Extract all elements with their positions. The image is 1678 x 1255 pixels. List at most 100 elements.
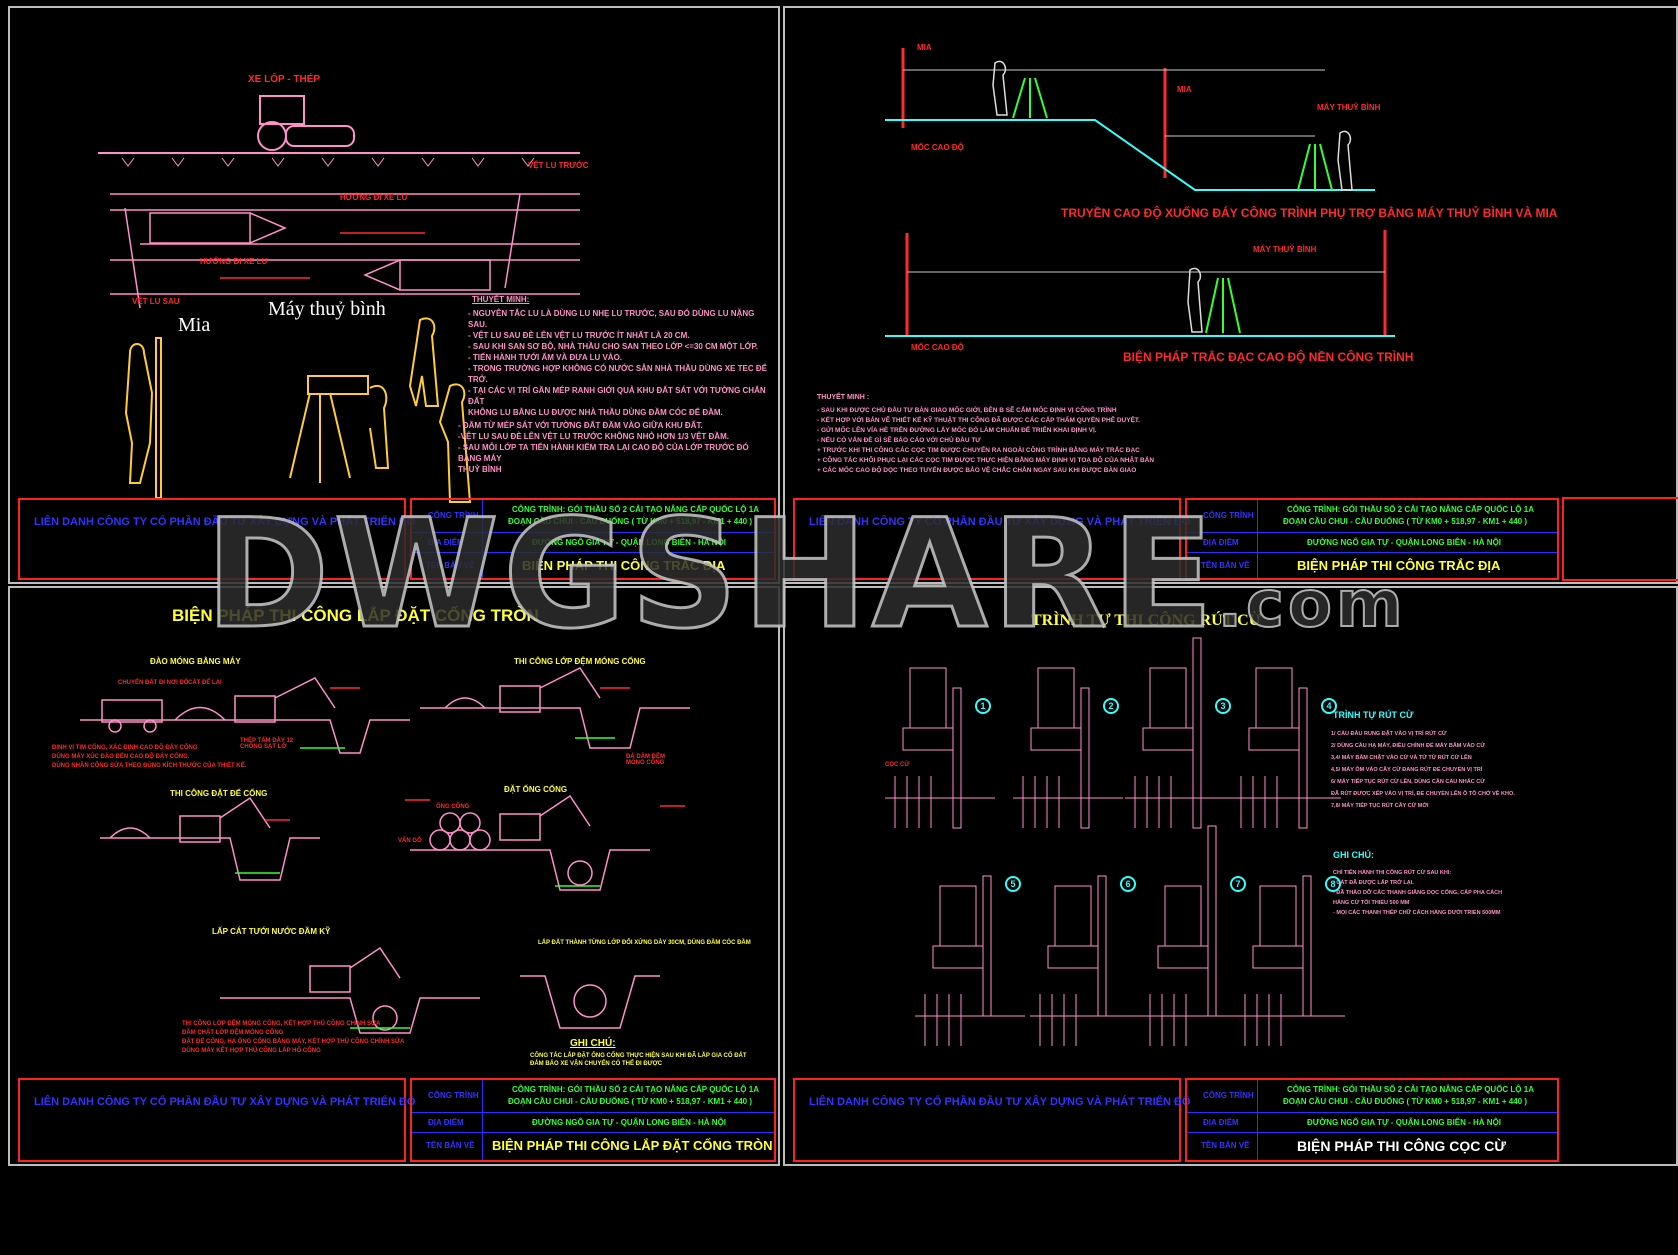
machine-cab: [939, 885, 977, 947]
company-name: LIÊN DANH CÔNG TY CỔ PHẦN ĐẦU TƯ XÂY DỰN…: [34, 1096, 416, 1108]
machine-base: [1142, 727, 1194, 751]
benchmark-label-1: MỐC CAO ĐỘ: [911, 143, 964, 152]
truck-label: CHUYỂN ĐẤT ĐI NƠI ĐỔ: [118, 680, 189, 686]
notes-list: - SAU KHI ĐƯỢC CHỦ ĐẦU TƯ BÀN GIAO MỐC G…: [817, 406, 1154, 476]
level-label-2: MÁY THUỶ BÌNH: [1253, 245, 1317, 254]
sheet-pile: [1080, 687, 1090, 829]
pile-label: CỌC CỪ: [885, 762, 910, 768]
project-line-2: ĐOẠN CẦU CHUI - CẦU ĐUỐNG ( TỪ KM0 + 518…: [508, 1097, 753, 1106]
label-drawing: TÊN BẢN VẼ: [426, 561, 475, 570]
label-project: CÔNG TRÌNH: [1203, 511, 1254, 520]
roller-direction-1: HƯỚNG ĐI XE LU: [340, 193, 408, 202]
note-line: + CÔNG TÁC KHÔI PHỤC LẠI CÁC CỌC TIM ĐƯỢ…: [817, 457, 1155, 464]
drawing-title: BIỆN PHÁP THI CÔNG TRẮC ĐỊA: [1297, 558, 1501, 573]
note-line: THI CÔNG LỚP ĐỆM MÓNG CỐNG, KẾT HỢP THỦ …: [182, 1021, 381, 1027]
compaction-drawing: [98, 95, 580, 503]
sequence-line: 6/ MÁY TIẾP TỤC RÚT CỪ LÊN, DÙNG CẦN CẨU…: [1331, 779, 1485, 785]
sequence-list: 1/ CẨU ĐẦU RUNG ĐẶT VÀO VỊ TRÍ RÚT CỪ 2/…: [1331, 728, 1515, 812]
pile-extraction-drawing: [885, 637, 1345, 1046]
label-drawing: TÊN BẢN VẼ: [1201, 1141, 1250, 1150]
note-line: ĐẶT ĐẾ CỐNG, HẠ ỐNG CỐNG BẰNG MÁY, KẾT H…: [182, 1039, 405, 1045]
elevation-drawing: [885, 48, 1678, 581]
level-label-1: MÁY THUỶ BÌNH: [1317, 103, 1381, 112]
step-pipe: ĐẶT ỐNG CỐNG: [504, 785, 568, 794]
title-block-info: CÔNG TRÌNH ĐỊA ĐIỂM TÊN BẢN VẼ CÔNG TRÌN…: [410, 1078, 776, 1162]
notes-list: - NGUYÊN TẮC LU LÀ DÙNG LU NHẸ LU TRƯỚC,…: [468, 308, 774, 418]
sheet-pile: [1192, 637, 1202, 829]
project-line-2: ĐOẠN CẦU CHUI - CẦU ĐUỐNG ( TỪ KM0 + 518…: [508, 517, 753, 526]
note-line: - TRONG TRƯỜNG HỢP KHÔNG CÓ NƯỚC SẴN NHÀ…: [468, 364, 767, 384]
note-line: - SAU KHI SAN SƠ BỘ, NHÀ THẦU CHO SAN TH…: [468, 342, 758, 351]
note-line: - CÁT ĐÃ ĐƯỢC LẤP TRỞ LẠI.: [1333, 880, 1414, 886]
title-block-company: LIÊN DANH CÔNG TY CỔ PHẦN ĐẦU TƯ XÂY DỰN…: [793, 498, 1190, 580]
notes-list-2: - ĐẦM TỪ MÉP SÁT VỚI TƯỜNG ĐẤT ĐẦM VÀO G…: [458, 420, 772, 475]
note-line: - VỆT LU SAU ĐÈ LÊN VỆT LU TRƯỚC ÍT NHẤT…: [468, 331, 690, 340]
sheet-title: TRÌNH TỰ THI CÔNG RÚT CỪ: [1031, 612, 1262, 629]
pipe-label: ỐNG CỐNG: [436, 804, 470, 810]
sheet-elevation-survey: MIA MIA MÁY THUỶ BÌNH MÁY THUỶ BÌNH MỐC …: [783, 6, 1678, 584]
note-line: - NGUYÊN TẮC LU LÀ DÙNG LU NHẸ LU TRƯỚC,…: [468, 309, 755, 329]
note-line: THUỶ BÌNH: [458, 465, 502, 474]
machine-cab: [1149, 667, 1187, 729]
label-drawing: TÊN BẢN VẼ: [1201, 561, 1250, 570]
note-line: DÙNG MÁY KẾT HỢP THỦ CÔNG LẤP HỐ CỐNG: [182, 1048, 321, 1054]
machine-base: [932, 945, 984, 969]
sheet-pile: [982, 875, 992, 1017]
drawing-title: BIỆN PHÁP THI CÔNG CỌC CỪ: [1297, 1138, 1506, 1154]
machine-cab: [1255, 667, 1293, 729]
machine-cab: [1259, 885, 1297, 947]
sheet-pile: [1207, 825, 1217, 1017]
note-line: - MỌI CÁC THANH THÉP CHỮ CÁCH HÀNG DƯỚI …: [1333, 910, 1501, 916]
machine-cab: [1164, 885, 1202, 947]
step-number-1: 1: [975, 698, 991, 714]
note-line: CHỈ TIẾN HÀNH THI CÔNG RÚT CỪ SAU KHI:: [1333, 870, 1452, 876]
step-layer-fill: LẤP ĐẤT THÀNH TỪNG LỚP ĐỔI XỨNG DÀY 30CM…: [538, 940, 751, 946]
label-drawing: TÊN BẢN VẼ: [426, 1141, 475, 1150]
title-block-company: LIÊN DANH CÔNG TY CỔ PHẦN ĐẦU TƯ XÂY DỰN…: [18, 1078, 415, 1162]
machine-base: [902, 727, 954, 751]
note-line: - TẠI CÁC VỊ TRÍ GẦN MÉP RANH GIỚI QUẢ K…: [468, 386, 766, 406]
sequence-line: ĐÃ RÚT ĐƯỢC XẾP VÀO VỊ TRÍ, ĐỂ CHUYỂN LÊ…: [1331, 791, 1515, 797]
machine-cab: [1037, 667, 1075, 729]
project-line-1: CÔNG TRÌNH: GÓI THẦU SỐ 2 CẢI TẠO NÂNG C…: [1287, 505, 1534, 514]
title-block-company: LIÊN DANH CÔNG TY CỔ PHẦN ĐẦU TƯ XÂY DỰN…: [793, 1078, 1190, 1162]
caption-1: TRUYỀN CAO ĐỘ XUỐNG ĐÁY CÔNG TRÌNH PHỤ T…: [1061, 206, 1558, 220]
note-line: - GỬI MỐC LÊN VỈA HÈ TRÊN ĐƯỜNG LẤY MỐC …: [817, 427, 1097, 434]
label-project: CÔNG TRÌNH: [1203, 1091, 1254, 1100]
sequence-line: 1/ CẨU ĐẦU RUNG ĐẶT VÀO VỊ TRÍ RÚT CỪ: [1331, 731, 1447, 737]
project-line-1: CÔNG TRÌNH: GÓI THẦU SỐ 2 CẢI TẠO NÂNG C…: [512, 505, 759, 514]
roller-direction-2: HƯỚNG ĐI XE LU: [200, 257, 268, 266]
notes-title: THUYẾT MINH :: [817, 394, 870, 401]
note-line: + CÁC MỐC CAO ĐỘ DỌC THEO TUYẾN ĐƯỢC BẢO…: [817, 467, 1137, 474]
mia-label-1: MIA: [917, 43, 932, 52]
sequence-line: 2/ DÙNG CẦU HẠ MÁY, ĐIỀU CHỈNH ĐỂ MÁY BẤ…: [1331, 743, 1485, 749]
project-location: ĐƯỜNG NGÔ GIA TỰ - QUẬN LONG BIÊN - HÀ N…: [1307, 1118, 1502, 1127]
step-excavation: ĐÀO MÓNG BẰNG MÁY: [150, 657, 241, 666]
note-line: - SAU KHI ĐƯỢC CHỦ ĐẦU TƯ BÀN GIAO MỐC G…: [817, 407, 1117, 414]
machine-cab: [1054, 885, 1092, 947]
sequence-line: 4,5/ MÁY ÔM VÀO CÂY CỪ ĐANG RÚT ĐỂ CHUYỂ…: [1331, 767, 1483, 773]
sheet-title: BIỆN PHÁP THI CÔNG LẮP ĐẶT CỐNG TRÒN: [172, 606, 539, 625]
note-line: - ĐÃ THÁO DỠ CÁC THANH GIẰNG DỌC CỐNG, C…: [1333, 890, 1503, 896]
sheet-pile: [952, 687, 962, 829]
note-line: - SAU MỖI LỚP TA TIẾN HÀNH KIỂM TRA LẠI …: [458, 443, 749, 463]
notes-title: THUYẾT MINH:: [472, 295, 530, 304]
note-text: CÔNG TÁC LẮP ĐẶT ỐNG CỐNG THỰC HIỆN SAU …: [530, 1052, 770, 1068]
benchmark-label-2: MỐC CAO ĐỘ: [911, 343, 964, 352]
note-line: - ĐẦM TỪ MÉP SÁT VỚI TƯỜNG ĐẤT ĐẦM VÀO G…: [458, 421, 703, 430]
level-label: Máy thuỷ bình: [268, 298, 386, 320]
drawing-title: BIỆN PHÁP THI CÔNG LẮP ĐẶT CỐNG TRÒN: [492, 1138, 773, 1153]
note-line: HÀNG CỪ TỐI THIỂU 500 MM: [1333, 900, 1410, 906]
machine-base: [1252, 945, 1304, 969]
sequence-line: 7,8/ MÁY TIẾP TỤC RÚT CÂY CỪ MỚI: [1331, 803, 1429, 809]
step-backfill: LẤP CÁT TƯỚI NƯỚC ĐẦM KỸ: [212, 927, 331, 936]
project-line-2: ĐOẠN CẦU CHUI - CẦU ĐUỐNG ( TỪ KM0 + 518…: [1283, 517, 1528, 526]
culvert-drawing: [80, 667, 690, 1034]
step-number-5: 5: [1005, 876, 1021, 892]
vehicle-label: XE LỐP - THÉP: [248, 74, 321, 85]
note-line: ĐẢM BẢO XE VẬN CHUYỂN CÓ THỂ ĐI ĐƯỢC: [530, 1061, 663, 1067]
notes-excavation: ĐỊNH VỊ TIM CỐNG, XÁC ĐỊNH CAO ĐỘ ĐÁY CỐ…: [52, 744, 246, 771]
company-name: LIÊN DANH CÔNG TY CỔ PHẦN ĐẦU TƯ XÂY DỰN…: [809, 516, 1191, 528]
step-number-6: 6: [1120, 876, 1136, 892]
title-block-company: LIÊN DANH CÔNG TY CỔ PHẦN ĐẦU TƯ XÂY DỰN…: [18, 498, 415, 580]
